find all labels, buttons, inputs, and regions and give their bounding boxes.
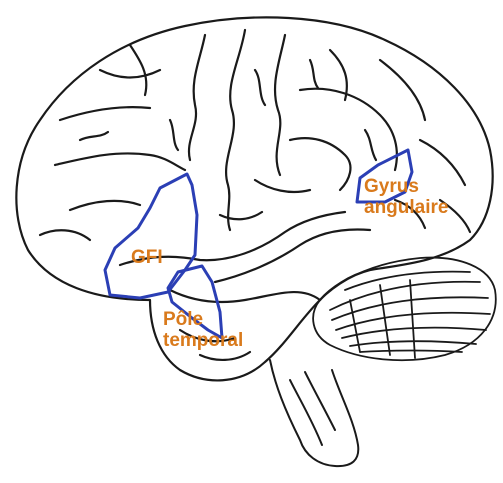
- temporal-lower-boundary: [170, 290, 320, 302]
- label-gyrus-angulaire: Gyrus angulaire: [364, 176, 448, 218]
- gfi-region-outline: [105, 174, 197, 298]
- label-pole-line2: temporal: [163, 330, 243, 351]
- label-gyrus-line1: Gyrus: [364, 176, 448, 197]
- brainstem-outline: [270, 360, 358, 466]
- label-gfi-text: GFI: [131, 247, 163, 268]
- label-gfi: GFI: [131, 247, 163, 268]
- cerebellum-outline: [313, 258, 496, 361]
- central-sulcus: [226, 30, 245, 230]
- label-pole-line1: Pôle: [163, 309, 243, 330]
- label-pole-temporal: Pôle temporal: [163, 309, 243, 351]
- label-gyrus-line2: angulaire: [364, 197, 448, 218]
